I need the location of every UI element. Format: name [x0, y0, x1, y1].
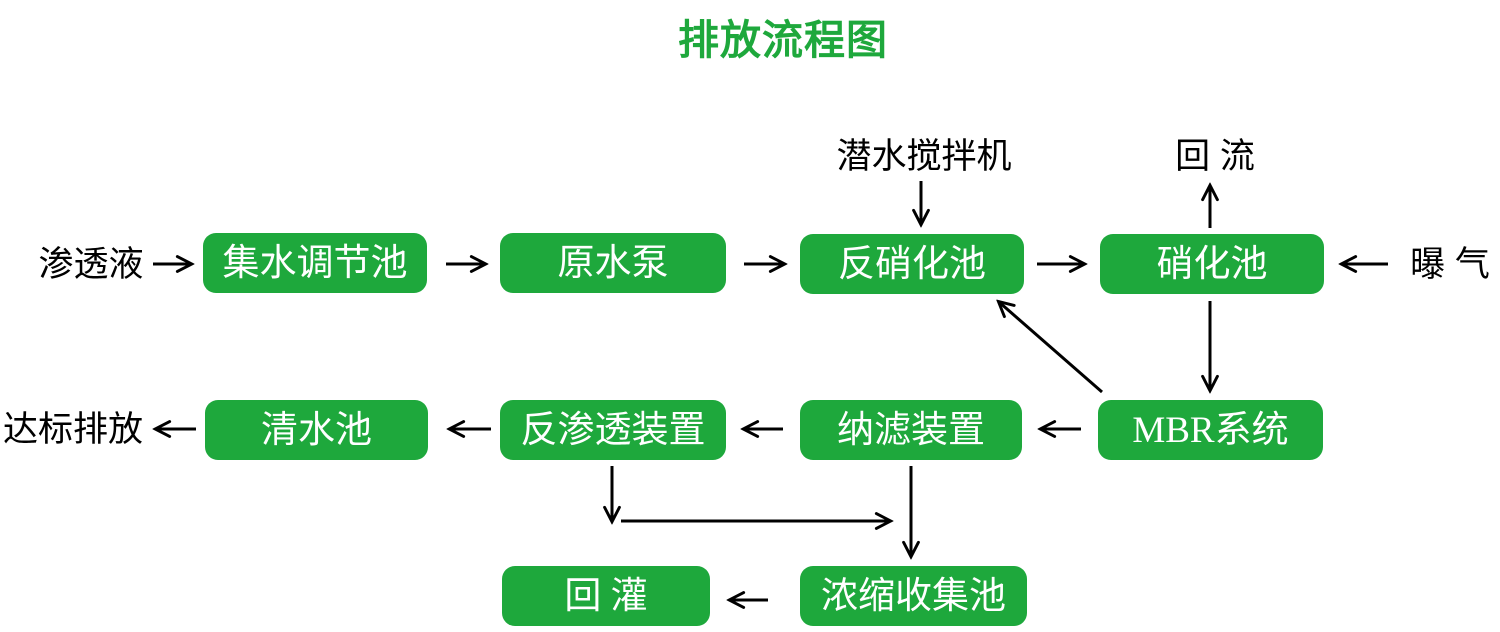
node-mbr-system-label: MBR系统 [1132, 409, 1289, 451]
node-nanofiltration-unit-label: 纳滤装置 [837, 409, 985, 451]
node-mbr-system: MBR系统 [1098, 400, 1323, 460]
label-submersible-mixer: 潜水搅拌机 [836, 137, 1012, 176]
label-standard-discharge: 达标排放 [2, 410, 143, 449]
node-reverse-osmosis-unit-label: 反渗透装置 [520, 409, 706, 451]
arrow-mbr-system-to-denitrification-tank [999, 302, 1103, 394]
node-concentrate-collection-tank-label: 浓缩收集池 [821, 575, 1006, 617]
node-nitrification-tank: 硝化池 [1100, 234, 1324, 294]
diagram-title: 排放流程图 [678, 17, 888, 63]
node-raw-water-pump: 原水泵 [500, 233, 726, 293]
node-collection-tank: 集水调节池 [203, 233, 427, 293]
node-reverse-osmosis-unit: 反渗透装置 [500, 400, 726, 460]
node-nitrification-tank-label: 硝化池 [1156, 243, 1268, 285]
node-nanofiltration-unit: 纳滤装置 [800, 400, 1022, 460]
node-clean-water-tank-label: 清水池 [261, 409, 372, 451]
node-raw-water-pump-label: 原水泵 [557, 242, 669, 284]
node-reinjection: 回 灌 [502, 566, 710, 626]
node-collection-tank-label: 集水调节池 [222, 242, 408, 284]
node-clean-water-tank: 清水池 [205, 400, 428, 460]
label-leachate: 渗透液 [38, 245, 144, 284]
node-denitrification-tank-label: 反硝化池 [838, 243, 986, 285]
label-reflux: 回 流 [1175, 137, 1255, 176]
node-concentrate-collection-tank: 浓缩收集池 [800, 566, 1027, 626]
node-reinjection-label: 回 灌 [564, 575, 648, 617]
label-aeration: 曝 气 [1410, 245, 1490, 284]
node-denitrification-tank: 反硝化池 [800, 234, 1024, 294]
